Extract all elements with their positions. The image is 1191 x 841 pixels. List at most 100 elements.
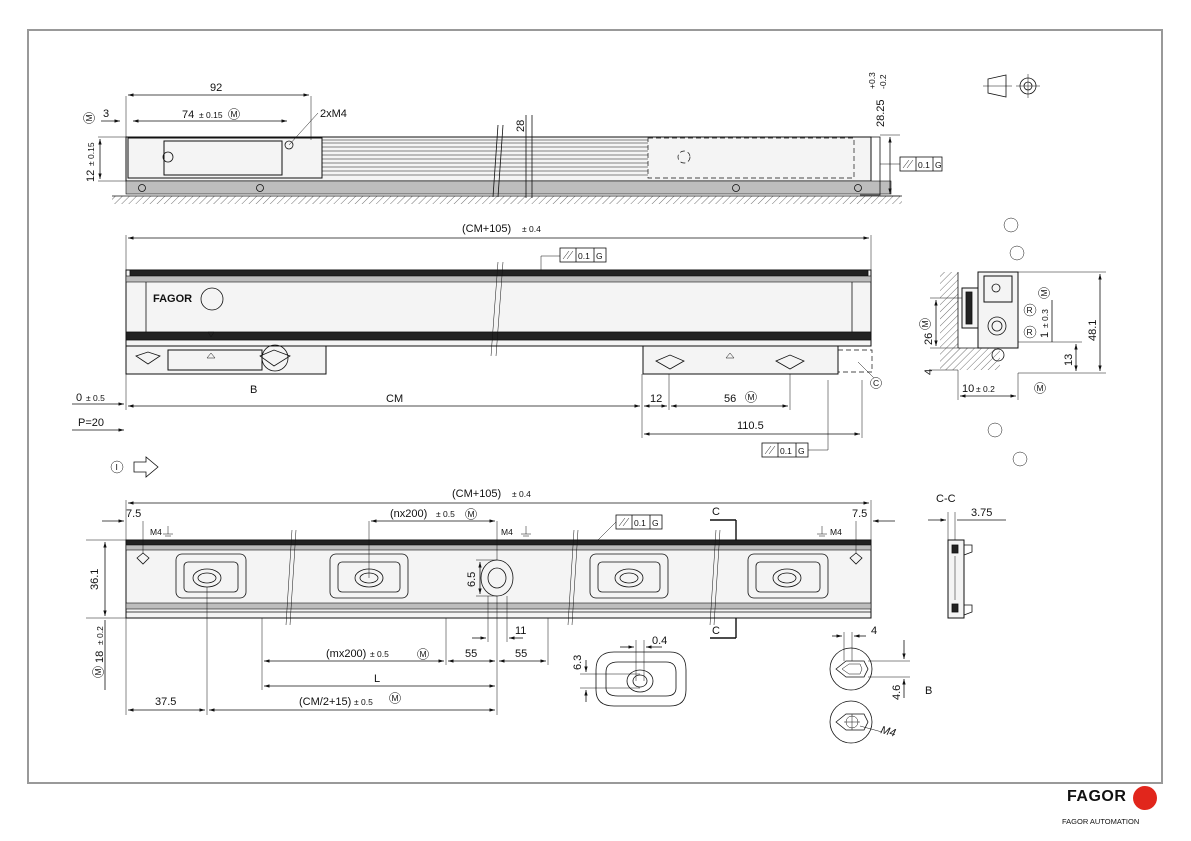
svg-text:M: M: [93, 668, 103, 675]
dim-55-b: 55: [515, 648, 527, 660]
dim-p20: P=20: [78, 417, 104, 429]
svg-text:± 0.5: ± 0.5: [370, 649, 389, 659]
bottom-dimensions: (CM+105) ± 0.4 7.5 M4 (nx200) ± 0.5 M M4…: [86, 488, 895, 715]
dim-28: 28: [515, 120, 527, 132]
circle-i: I: [116, 462, 118, 472]
dim-6-5: 6.5: [466, 572, 478, 587]
dim-18: 18: [94, 651, 106, 663]
dim-4: 4: [923, 369, 935, 375]
dim-7-5-right: 7.5: [852, 508, 867, 520]
label-c-top: C: [712, 506, 720, 518]
svg-text:G: G: [596, 251, 603, 261]
svg-text:± 0.4: ± 0.4: [512, 489, 531, 499]
dim-37-5: 37.5: [155, 696, 176, 708]
svg-text:M: M: [748, 392, 755, 402]
front-view: FAGOR: [125, 261, 873, 375]
mount-clip-1: [175, 553, 247, 599]
svg-text:M: M: [920, 320, 930, 327]
svg-text:M4: M4: [150, 527, 162, 537]
dim-zero: 0: [76, 392, 82, 404]
front-brand-label: FAGOR: [153, 293, 192, 305]
detail-b: 4 4.6 B M4: [829, 625, 932, 744]
drawing-frame: [27, 29, 1163, 784]
svg-text:± 0.5: ± 0.5: [354, 697, 373, 707]
svg-text:12: 12: [650, 393, 662, 405]
fagor-logo-icon: [1133, 786, 1157, 810]
front-dimensions: (CM+105) ± 0.4 0.1 G B C 0 ± 0.5 CM 12 5…: [72, 223, 882, 478]
label-b-front: B: [250, 384, 257, 396]
svg-text:M4: M4: [501, 527, 513, 537]
dim-cm-105: (CM+105): [462, 223, 511, 235]
fagor-logo: FAGOR FAGOR AUTOMATION: [1062, 786, 1157, 830]
svg-text:0.1: 0.1: [578, 251, 590, 261]
dim-26: 26: [923, 333, 935, 345]
mount-clip-4: [747, 553, 829, 599]
clip-detail: 0.4 6.3: [572, 635, 687, 707]
side-view-top: [112, 115, 902, 204]
svg-text:R: R: [1027, 305, 1033, 315]
dim-92: 92: [210, 82, 222, 94]
bottom-view: [125, 529, 872, 626]
label-cc: C-C: [936, 493, 956, 505]
dim-6-3: 6.3: [572, 655, 584, 670]
label-b-detail: B: [925, 685, 932, 697]
footer-brand: FAGOR: [1067, 788, 1127, 805]
dim-55-a: 55: [465, 648, 477, 660]
svg-text:M: M: [420, 649, 427, 659]
dim-7-5-left: 7.5: [126, 508, 141, 520]
dim-cm2-15: (CM/2+15): [299, 696, 351, 708]
label-c-bottom: C: [712, 625, 720, 637]
tol-74: ± 0.15: [199, 110, 223, 120]
svg-text:R: R: [1027, 327, 1033, 337]
section-cc: C-C 3.75: [928, 493, 1006, 619]
svg-text:110.5: 110.5: [737, 420, 764, 432]
dim-13: 13: [1063, 354, 1075, 366]
svg-text:M: M: [468, 509, 475, 519]
dim-74: 74: [182, 109, 194, 121]
dim-3: 3: [103, 108, 109, 120]
dim-l: L: [374, 673, 380, 685]
tol-lower: -0.2: [878, 74, 888, 89]
svg-text:± 0.5: ± 0.5: [86, 393, 105, 403]
dim-nx200: (nx200): [390, 508, 427, 520]
dim-28-25: 28.25: [875, 99, 887, 127]
dim-12: 12: [85, 170, 97, 182]
dim-10: 10: [962, 383, 974, 395]
svg-text:± 0.5: ± 0.5: [436, 509, 455, 519]
svg-text:0.1: 0.1: [634, 518, 646, 528]
profile-ribs: [322, 139, 648, 176]
svg-text:M: M: [1039, 289, 1049, 296]
svg-text:56: 56: [724, 393, 736, 405]
hole-2xm4: 2xM4: [320, 108, 347, 120]
m4-detail: M4: [879, 724, 897, 739]
dim-4-6: 4.6: [891, 685, 903, 700]
section-view-right: R R 48.1 13 1 ± 0.3 M 26 M 4 10 ± 0.2 M: [919, 217, 1106, 467]
mount-clip-3: [589, 553, 669, 599]
svg-text:M: M: [84, 114, 94, 121]
dim-1: 1: [1039, 332, 1051, 338]
svg-text:M: M: [1037, 383, 1044, 393]
dim-3-75: 3.75: [971, 507, 992, 519]
tol-12: ± 0.15: [86, 142, 96, 166]
footer-subtitle: FAGOR AUTOMATION: [1062, 817, 1140, 826]
dim-11: 11: [515, 625, 526, 637]
svg-text:G: G: [935, 160, 942, 170]
dim-48-1: 48.1: [1087, 320, 1099, 341]
svg-text:M: M: [392, 693, 399, 703]
svg-text:0.1: 0.1: [780, 446, 792, 456]
dim-36-1: 36.1: [89, 569, 101, 590]
svg-text:C: C: [873, 378, 879, 388]
dim-mx200: (mx200): [326, 648, 366, 660]
svg-text:± 0.2: ± 0.2: [95, 626, 105, 645]
svg-text:± 0.2: ± 0.2: [976, 384, 995, 394]
svg-text:G: G: [798, 446, 805, 456]
dim-0-4: 0.4: [652, 635, 667, 647]
dim-4-detail: 4: [871, 625, 877, 637]
tol-upper: +0.3: [867, 72, 877, 89]
svg-text:± 0.3: ± 0.3: [1040, 309, 1050, 328]
svg-text:M4: M4: [830, 527, 842, 537]
svg-text:G: G: [652, 518, 659, 528]
svg-text:0.1: 0.1: [918, 160, 930, 170]
svg-text:± 0.4: ± 0.4: [522, 224, 541, 234]
